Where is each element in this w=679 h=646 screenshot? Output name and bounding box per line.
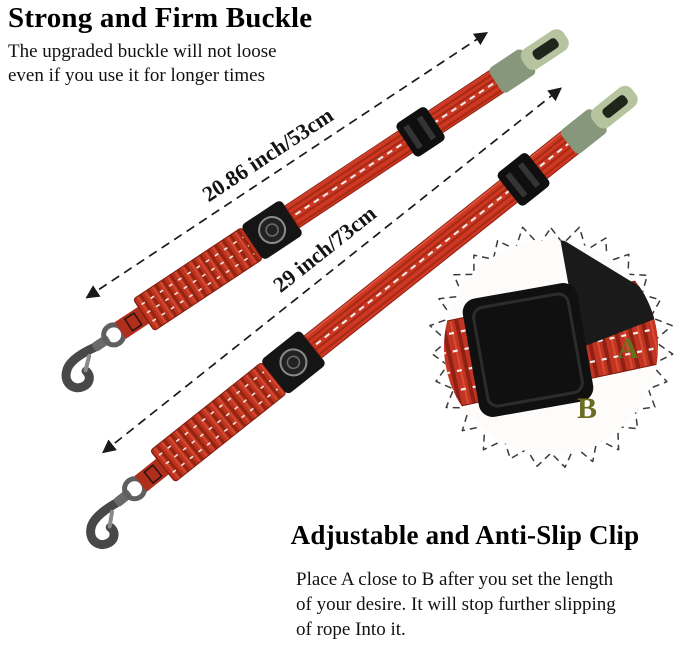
footer-title: Adjustable and Anti-Slip Clip [290,520,640,550]
closeup-photo [444,240,658,454]
footer-body-line1: Place A close to B after you set the len… [296,569,614,590]
bungee-section [151,363,286,482]
hook-gate [107,509,115,529]
hook-gate [83,353,92,373]
tongue-slot [532,38,559,60]
footer-body: Place A close to B after you set the len… [296,567,616,642]
measurement-arrow-long [102,87,563,454]
tongue-slot [602,95,628,118]
closeup-part-b [462,283,594,417]
label-a: A [617,332,639,365]
bungee-section [133,228,262,331]
seatbelt-tongue [560,85,638,154]
footer-body-line3: of rope Into it. [296,619,406,641]
buckle-closeup-inset: A B [429,226,674,468]
closeup-part-a [560,240,658,348]
seatbelt-tongue [489,29,569,93]
page-title: Strong and Firm Buckle [8,2,313,34]
label-b: B [577,392,597,425]
webbing-fold [134,458,169,492]
footer-body-line2: of your desire. It will stop further sli… [296,594,616,616]
